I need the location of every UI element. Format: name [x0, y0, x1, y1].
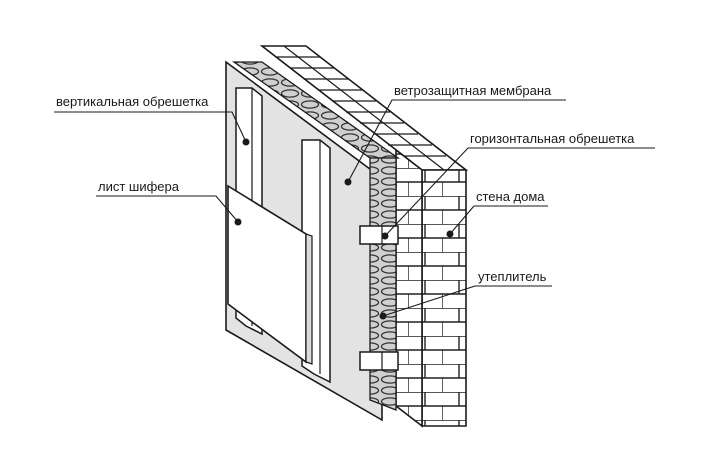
- insulation: [231, 61, 401, 411]
- house-wall: [259, 45, 469, 428]
- insulation-top: [231, 61, 401, 159]
- brick-side-face: [395, 148, 423, 428]
- label-vertical-battens: вертикальная обрешетка: [56, 94, 209, 109]
- brick-front-face: [421, 169, 467, 427]
- leader-lines: [54, 99, 655, 317]
- brick-top-joints: [276, 45, 446, 171]
- label-house-wall: стена дома: [476, 189, 545, 204]
- label-insulation: утеплитель: [478, 269, 547, 284]
- leader-dots: [234, 138, 454, 320]
- slate-sheet-edge: [305, 233, 313, 365]
- label-wind-membrane: ветрозащитная мембрана: [394, 83, 552, 98]
- label-horizontal-battens: горизонтальная обрешетка: [470, 131, 635, 146]
- horizontal-batten-upper: [359, 225, 399, 245]
- horizontal-batten-lower: [359, 351, 399, 371]
- insulation-side: [369, 157, 397, 411]
- label-slate-sheet: лист шифера: [98, 179, 180, 194]
